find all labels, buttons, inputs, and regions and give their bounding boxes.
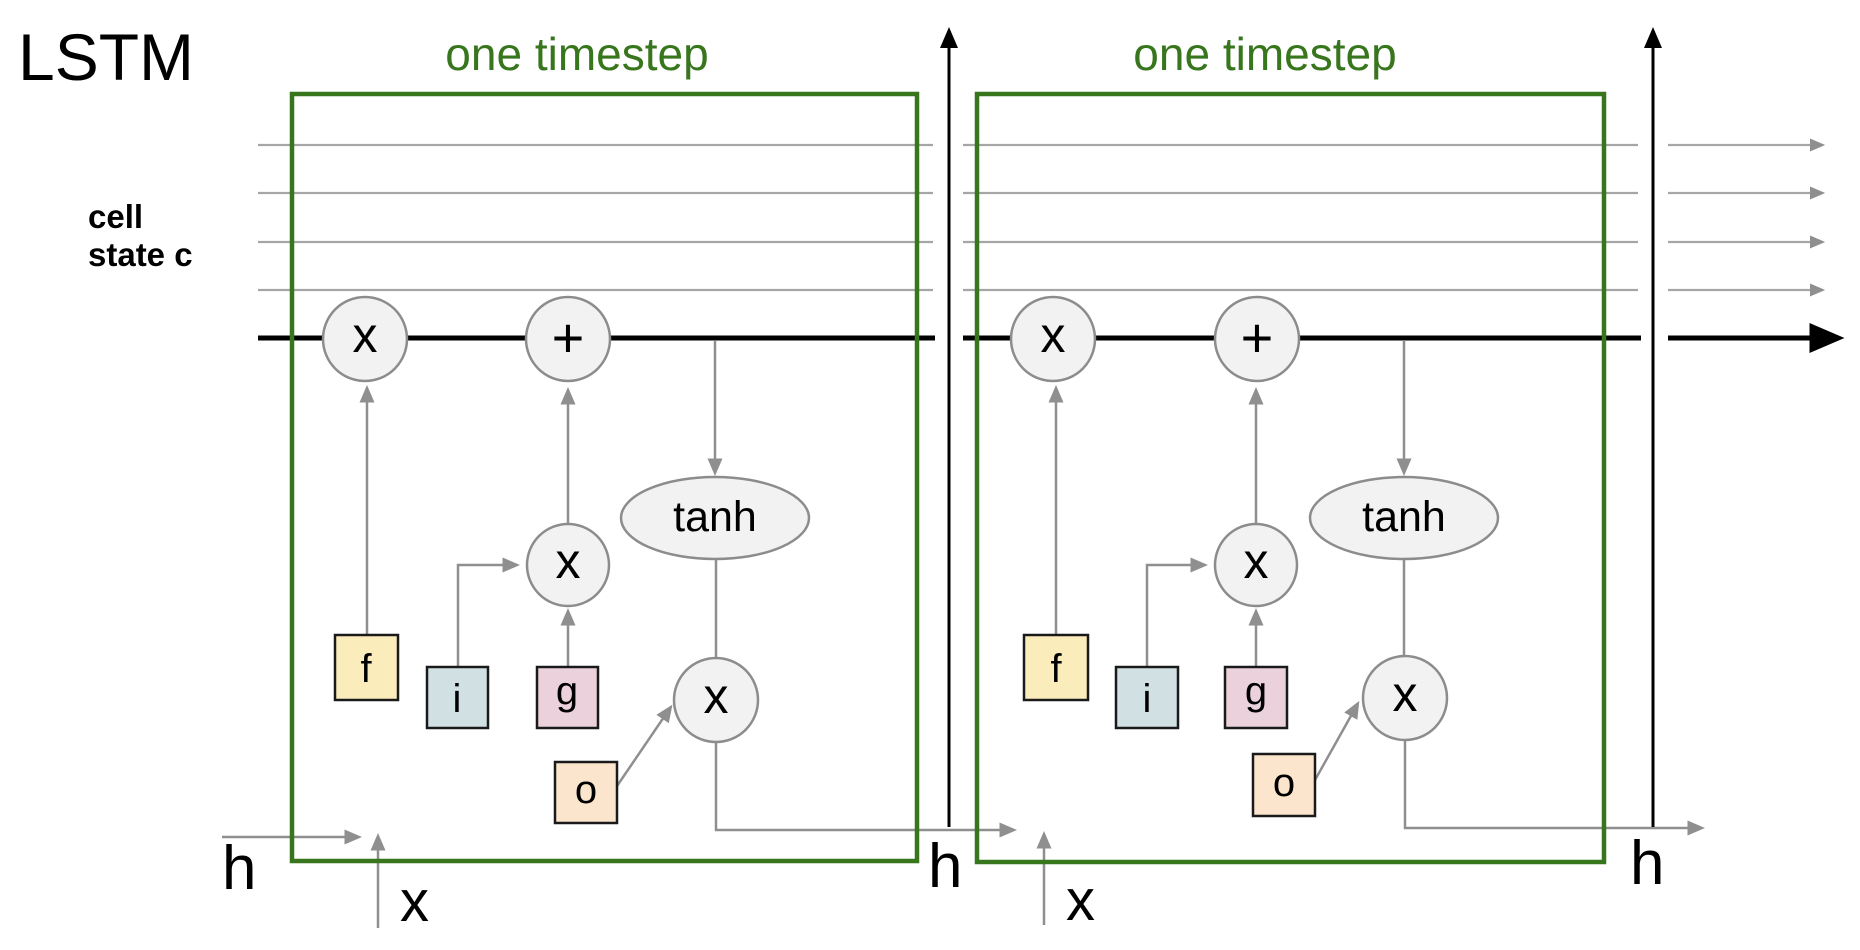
t1-o-gate-label: o bbox=[575, 768, 597, 812]
t1-add-circle bbox=[524, 295, 612, 383]
timestep2-box bbox=[974, 91, 1607, 865]
t1-i-arrow bbox=[456, 557, 520, 666]
t1-h-output-arrow bbox=[714, 742, 1017, 838]
t1-nodes bbox=[321, 295, 811, 825]
t2-forget-mul-circle bbox=[1009, 295, 1097, 383]
t2-f-gate-box bbox=[1022, 633, 1090, 702]
t1-i-gate-box bbox=[425, 665, 490, 730]
t2-output-mul-label: x bbox=[1393, 666, 1418, 722]
page-title: LSTM bbox=[18, 20, 194, 94]
h-label-right: h bbox=[1630, 829, 1664, 898]
t1-add-label: + bbox=[552, 306, 585, 369]
t2-i-gate-label: i bbox=[1143, 677, 1152, 721]
t2-wires bbox=[1036, 341, 1705, 925]
t2-g-gate-label: g bbox=[1245, 669, 1267, 713]
cell-state-lines bbox=[258, 138, 1826, 297]
x-label-t2: x bbox=[1066, 868, 1095, 933]
t1-input-mul-label: x bbox=[556, 533, 581, 589]
t1-tanh-label: tanh bbox=[673, 493, 757, 541]
t1-tanh-ellipse bbox=[619, 475, 811, 561]
t2-nodes bbox=[1009, 295, 1500, 818]
t1-i-gate-label: i bbox=[453, 677, 462, 721]
t1-f-gate-label: f bbox=[360, 647, 372, 691]
t1-f-gate-box bbox=[333, 633, 400, 702]
t2-o-gate-box bbox=[1251, 752, 1317, 818]
t1-forget-mul-circle bbox=[321, 295, 409, 383]
t1-label: one timestep bbox=[445, 28, 708, 80]
t2-f-gate-label: f bbox=[1050, 647, 1062, 691]
x-label-t1: x bbox=[400, 869, 429, 934]
t2-h-output-arrow bbox=[1403, 740, 1705, 836]
t2-add-label: + bbox=[1241, 306, 1274, 369]
t2-g-gate-box bbox=[1223, 665, 1289, 730]
t2-input-mul-circle bbox=[1213, 522, 1299, 608]
t1-output-mul-circle bbox=[672, 656, 760, 744]
h-label-middle: h bbox=[928, 832, 962, 901]
t2-tanh-label: tanh bbox=[1362, 493, 1446, 541]
t1-wires bbox=[222, 341, 1017, 928]
t2-input-mul-label: x bbox=[1244, 533, 1269, 589]
t1-g-gate-label: g bbox=[556, 669, 578, 713]
t2-add-circle bbox=[1213, 295, 1301, 383]
cell-state-label-line2: state c bbox=[88, 236, 193, 273]
timestep1-box bbox=[289, 91, 920, 864]
t1-output-mul-label: x bbox=[704, 668, 729, 724]
t1-input-mul-circle bbox=[525, 522, 611, 608]
cell-state-label-line1: cell bbox=[88, 198, 143, 235]
t1-g-gate-box bbox=[535, 665, 600, 730]
t2-output-mul-circle bbox=[1361, 654, 1449, 742]
t2-tanh-ellipse bbox=[1308, 475, 1500, 561]
t2-i-gate-box bbox=[1114, 665, 1180, 730]
t1-o-arrow bbox=[615, 704, 673, 787]
t2-o-arrow bbox=[1313, 700, 1360, 781]
t2-forget-mul-label: x bbox=[1041, 307, 1066, 363]
h-label-left: h bbox=[222, 834, 256, 903]
t1-forget-mul-label: x bbox=[353, 307, 378, 363]
t2-i-arrow bbox=[1145, 557, 1208, 666]
t2-label: one timestep bbox=[1133, 28, 1396, 80]
t1-o-gate-box bbox=[553, 760, 619, 825]
t2-o-gate-label: o bbox=[1273, 761, 1295, 805]
